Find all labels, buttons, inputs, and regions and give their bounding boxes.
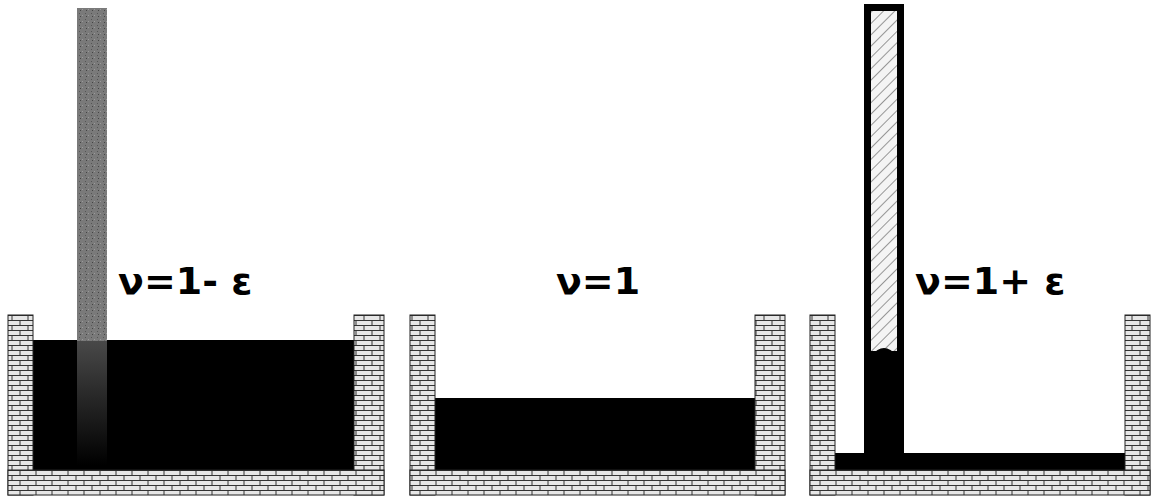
filling-label: ν=1+ ε bbox=[915, 262, 1065, 300]
container-right bbox=[810, 4, 1150, 495]
container-middle bbox=[410, 315, 785, 495]
container-left bbox=[8, 8, 384, 495]
capillary-tube bbox=[864, 4, 904, 456]
filling-label: ν=1 bbox=[556, 262, 640, 300]
filling-label: ν=1- ε bbox=[118, 262, 252, 300]
rod bbox=[77, 8, 107, 341]
